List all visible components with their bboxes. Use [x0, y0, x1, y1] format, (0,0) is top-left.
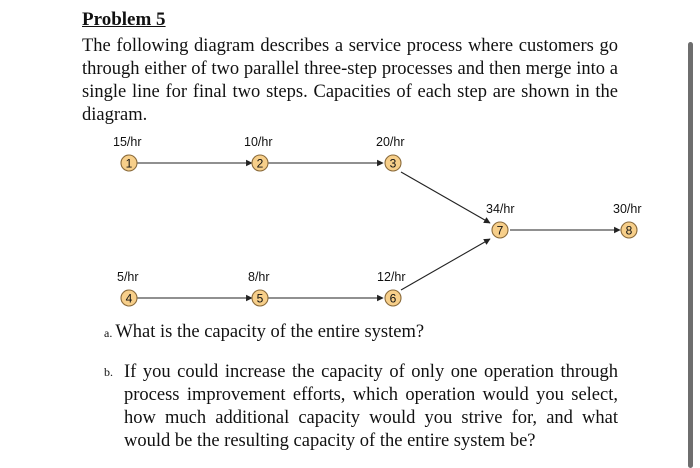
node-1-circle — [120, 154, 138, 172]
capacity-label-6: 12/hr — [377, 270, 406, 284]
node-7-label: 7 — [497, 224, 504, 238]
capacity-label-1: 15/hr — [113, 135, 142, 149]
problem-title: Problem 5 — [82, 9, 166, 30]
node-3-label: 3 — [390, 157, 397, 171]
question-a: a.What is the capacity of the entire sys… — [104, 321, 424, 345]
node-7-circle — [491, 221, 509, 239]
capacity-label-3: 20/hr — [376, 135, 405, 149]
question-b-text: If you could increase the capacity of on… — [124, 362, 618, 451]
node-8-circle — [620, 221, 638, 239]
node-2-circle — [251, 154, 269, 172]
question-b-marker: b. — [104, 365, 113, 379]
question-b: b. If you could increase the capacity of… — [104, 360, 618, 453]
capacity-label-2: 10/hr — [244, 135, 273, 149]
vertical-scrollbar[interactable] — [688, 42, 693, 468]
capacity-label-7: 34/hr — [486, 202, 515, 216]
capacity-label-5: 8/hr — [248, 270, 270, 284]
edge-3-7 — [400, 171, 491, 224]
question-a-text: What is the capacity of the entire syste… — [115, 322, 425, 342]
node-5-label: 5 — [257, 292, 264, 306]
problem-description: The following diagram describes a servic… — [82, 36, 618, 125]
edge-6-7 — [400, 238, 491, 291]
question-a-marker: a. — [104, 326, 113, 340]
capacity-label-8: 30/hr — [613, 202, 642, 216]
node-8-label: 8 — [626, 224, 633, 238]
node-5-circle — [251, 289, 269, 307]
node-4-circle — [120, 289, 138, 307]
node-3-circle — [384, 154, 402, 172]
capacity-label-4: 5/hr — [117, 270, 139, 284]
node-6-circle — [384, 289, 402, 307]
node-2-label: 2 — [257, 157, 264, 171]
node-6-label: 6 — [390, 292, 397, 306]
node-4-label: 4 — [126, 292, 133, 306]
node-1-label: 1 — [126, 157, 133, 171]
